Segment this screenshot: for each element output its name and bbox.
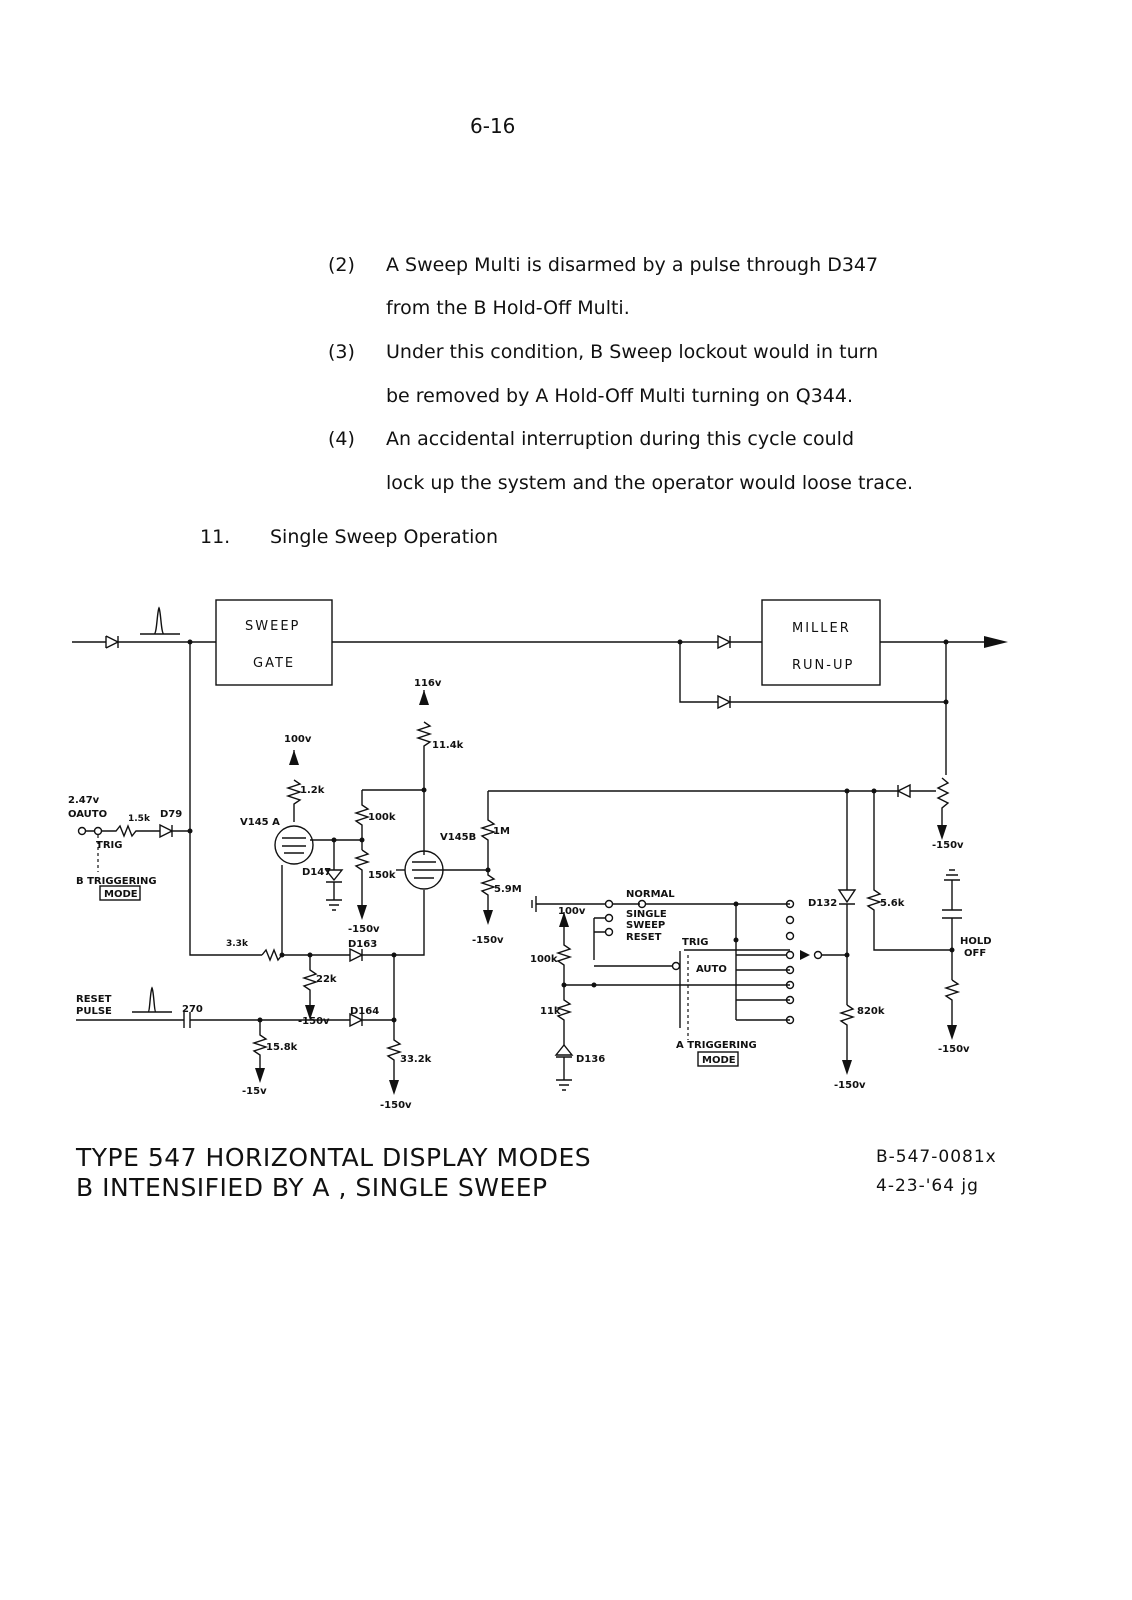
label-trig: TRIG <box>682 937 708 948</box>
label-22k: 22k <box>316 974 337 985</box>
tube-v145a <box>274 825 314 865</box>
miller-label: RUN-UP <box>792 658 854 673</box>
label-reset-pulse: RESET <box>76 994 112 1005</box>
list-item-number: (4) <box>328 428 355 450</box>
list-item-text: be removed by A Hold-Off Multi turning o… <box>386 385 854 407</box>
sweep-gate-block <box>215 599 333 686</box>
label-5-6k: 5.6k <box>880 898 905 909</box>
label-1m: 1M <box>493 826 510 837</box>
label-d163: D163 <box>348 939 377 950</box>
list-item-text: An accidental interruption during this c… <box>386 428 855 450</box>
label-b-triggering: B TRIGGERING <box>76 876 157 887</box>
mode-a-box <box>697 1051 739 1067</box>
label-reset-pulse: PULSE <box>76 1006 112 1017</box>
label-270: 270 <box>182 1004 203 1015</box>
label-1-5k: 1.5k <box>128 814 151 824</box>
sweep-gate-label: SWEEP <box>245 619 300 634</box>
label-3-3k: 3.3k <box>226 939 249 949</box>
label-15-8k: 15.8k <box>266 1042 298 1053</box>
label-d164: D164 <box>350 1006 379 1017</box>
label-minus-15v: -15v <box>242 1086 267 1097</box>
label-trig: TRIG <box>96 840 122 851</box>
label-100k: 100k <box>368 812 396 823</box>
label-minus-150v: -150v <box>380 1100 412 1111</box>
label-a-triggering: A TRIGGERING <box>676 1040 757 1051</box>
label-33-2k: 33.2k <box>400 1054 432 1065</box>
miller-label: MILLER <box>792 621 851 636</box>
mode-b-box <box>99 885 141 901</box>
label-auto: OAUTO <box>68 809 107 820</box>
wiring <box>72 599 1008 1095</box>
list-item-text: lock up the system and the operator woul… <box>386 472 914 494</box>
label-mode-a: MODE <box>702 1055 736 1066</box>
label-normal: NORMAL <box>626 889 675 900</box>
label-5-9m: 5.9M <box>494 884 522 895</box>
list-item-number: (2) <box>328 254 355 276</box>
label-100k: 100k <box>530 954 558 965</box>
label-reset: RESET <box>626 932 662 943</box>
label-minus-150v: -150v <box>834 1080 866 1091</box>
label-auto: AUTO <box>696 964 727 975</box>
label-v145a: V145 A <box>240 817 280 828</box>
label-single: SINGLE <box>626 909 667 920</box>
drawing-number: B-547-0081x <box>876 1147 997 1167</box>
label-d132: D132 <box>808 898 837 909</box>
label-minus-150v: -150v <box>938 1044 970 1055</box>
label-off: OFF <box>964 948 986 959</box>
list-item-text: from the B Hold-Off Multi. <box>386 297 630 319</box>
label-v145b: V145B <box>440 832 476 843</box>
label-820k: 820k <box>857 1006 885 1017</box>
figure-caption-line2: B INTENSIFIED BY A , SINGLE SWEEP <box>76 1173 548 1202</box>
label-11k: 11k <box>540 1006 561 1017</box>
label-d147: D147 <box>302 867 331 878</box>
list-item-text: Under this condition, B Sweep lockout wo… <box>386 341 879 363</box>
label-hold: HOLD <box>960 936 992 947</box>
sweep-gate-label: GATE <box>253 656 295 671</box>
label-100v: 100v <box>558 906 586 917</box>
label-minus-150v: -150v <box>932 840 964 851</box>
label-100v: 100v <box>284 734 312 745</box>
drawing-date: 4-23-'64 jg <box>876 1176 979 1196</box>
label-d136: D136 <box>576 1054 605 1065</box>
list-item-text: A Sweep Multi is disarmed by a pulse thr… <box>386 254 879 276</box>
label-2-47v: 2.47v <box>68 795 100 806</box>
output-arrow <box>984 636 1008 648</box>
figure-caption-line1: TYPE 547 HORIZONTAL DISPLAY MODES <box>75 1143 591 1172</box>
label-1-2k: 1.2k <box>300 785 325 796</box>
label-116v: 116v <box>414 678 442 689</box>
list-item-number: (3) <box>328 341 355 363</box>
section-number: 11. <box>200 526 231 548</box>
page-number: 6-16 <box>470 114 516 138</box>
label-sweep: SWEEP <box>626 920 665 931</box>
label-150k: 150k <box>368 870 396 881</box>
label-d79: D79 <box>160 809 182 820</box>
label-minus-150v: -150v <box>348 924 380 935</box>
label-minus-150v: -150v <box>472 935 504 946</box>
section-title: Single Sweep Operation <box>270 526 499 548</box>
label-11-4k: 11.4k <box>432 740 464 751</box>
label-minus-150v: -150v <box>298 1016 330 1027</box>
section-heading: 11. Single Sweep Operation <box>200 526 498 548</box>
label-mode-b: MODE <box>104 889 138 900</box>
